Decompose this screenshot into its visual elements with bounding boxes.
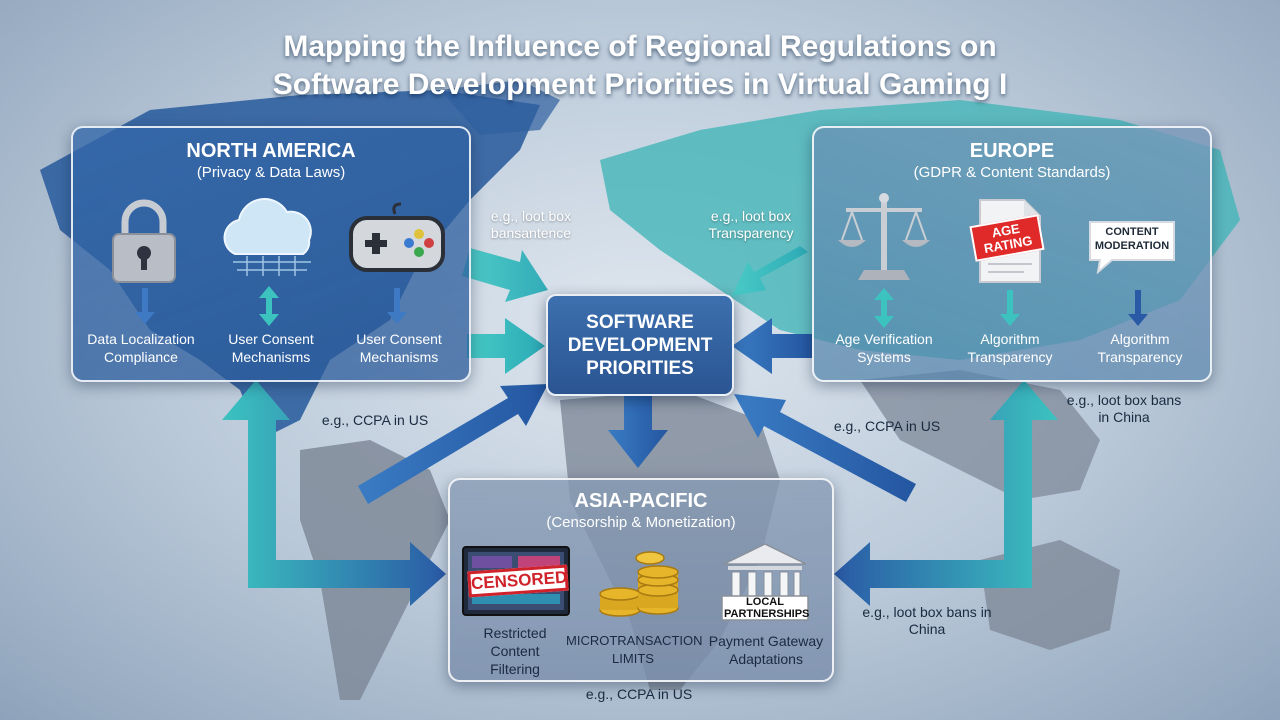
arrow-southwest-to-center [358, 384, 548, 504]
annotation-na-below: e.g., CCPA in US [321, 412, 429, 428]
bank-building-icon: LOCAL PARTNERSHIPS [714, 542, 816, 622]
asia-pacific-panel: ASIA-PACIFIC (Censorship & Monetization)… [448, 478, 834, 682]
title-line-1: Mapping the Influence of Regional Regula… [283, 30, 997, 63]
down-arrow-icon [1000, 290, 1020, 326]
cloud-icon [223, 198, 312, 276]
europe-panel: EUROPE (GDPR & Content Standards) AGE RA… [812, 126, 1212, 382]
annotation-ap-below: e.g., CCPA in US [585, 686, 693, 702]
arrow-center-to-ap [608, 392, 668, 468]
page-title: Mapping the Influence of Regional Regula… [0, 28, 1280, 104]
coin-stack-icon [599, 551, 679, 617]
local-partnerships-label: LOCAL PARTNERSHIPS [724, 596, 810, 620]
annotation-eu-below: e.g., loot box bans in China [1066, 392, 1182, 425]
asia-pacific-item-1: Restricted Content Filtering [483, 625, 547, 677]
annotation-center-right: e.g., CCPA in US [833, 418, 941, 434]
europe-item-3: Algorithm Transparency [1097, 331, 1183, 365]
europe-subtitle: (GDPR & Content Standards) [913, 164, 1111, 181]
annotation-ap-right: e.g., loot box bans in China [862, 604, 992, 637]
asia-pacific-title: ASIA-PACIFIC [574, 490, 708, 512]
annotation-eu-to-center: e.g., loot box Transparency [708, 208, 794, 241]
speech-bubble-icon [1089, 221, 1175, 274]
content-moderation-text: CONTENT MODERATION [1094, 226, 1170, 252]
asia-pacific-subtitle: (Censorship & Monetization) [546, 514, 736, 531]
arrow-na-to-center [467, 318, 545, 374]
arrow-ap-eu-loop [834, 380, 1058, 606]
north-america-item-2: User Consent Mechanisms [228, 331, 314, 365]
down-arrow-icon [135, 288, 155, 324]
title-line-2: Software Development Priorities in Virtu… [272, 68, 1008, 101]
building-icon [721, 543, 809, 621]
asia-pacific-item-3: Payment Gateway Adaptations [708, 633, 824, 667]
north-america-title: NORTH AMERICA [186, 140, 356, 162]
europe-title: EUROPE [969, 140, 1055, 162]
padlock-icon [112, 199, 176, 283]
bidirectional-arrow-icon [874, 288, 894, 328]
content-moderation-bubble-icon: CONTENT MODERATION [1086, 220, 1178, 274]
north-america-item-3: User Consent Mechanisms [356, 331, 442, 365]
arrow-eu-to-center-upper [732, 246, 808, 296]
scales-icon [838, 193, 930, 280]
down-arrow-icon [387, 288, 407, 324]
north-america-subtitle: (Privacy & Data Laws) [196, 164, 346, 181]
gamepad-icon [349, 202, 445, 272]
europe-item-2: Algorithm Transparency [967, 331, 1053, 365]
north-america-panel: NORTH AMERICA (Privacy & Data Laws) Data… [71, 126, 471, 382]
center-label: SOFTWARE DEVELOPMENT PRIORITIES [567, 311, 713, 379]
arrow-na-to-center-upper [462, 248, 548, 302]
age-rating-document-icon: AGE RATING [969, 198, 1045, 284]
arrow-southeast-to-center [734, 394, 916, 502]
north-america-item-1: Data Localization Compliance [87, 331, 195, 365]
arrow-eu-to-center [732, 318, 812, 374]
bidirectional-arrow-icon [259, 286, 279, 326]
censored-screen-icon: CENSORED [462, 546, 570, 616]
asia-pacific-item-2: MICROTRANSACTION LIMITS [566, 633, 703, 666]
greenland-landmass [440, 80, 560, 135]
europe-item-1: Age Verification Systems [835, 331, 933, 365]
software-development-priorities-box: SOFTWARE DEVELOPMENT PRIORITIES [546, 294, 734, 396]
arrow-na-ap-loop [222, 380, 446, 606]
annotation-na-to-center: e.g., loot box bansantence [490, 208, 572, 241]
down-arrow-icon [1128, 290, 1148, 326]
